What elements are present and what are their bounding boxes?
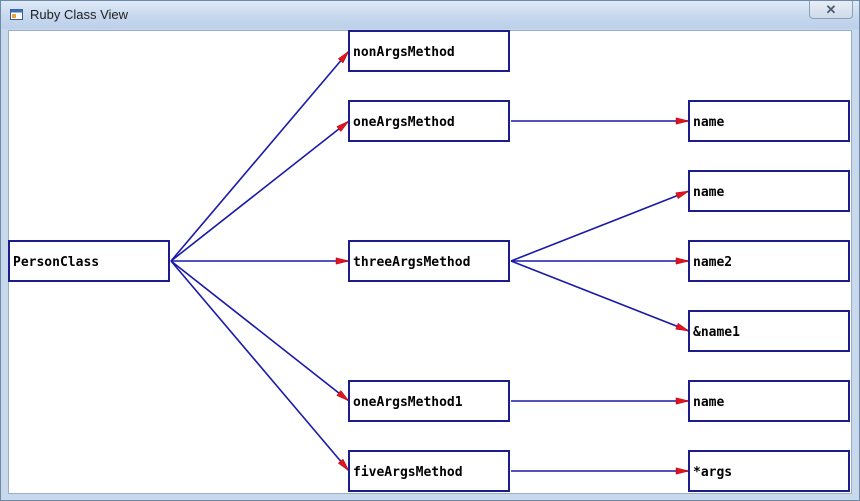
param-node-2-1-label: name2 (693, 255, 732, 270)
root-class-node-label: PersonClass (13, 255, 99, 270)
param-node-2-2-box (688, 310, 850, 352)
method-node-4[interactable]: fiveArgsMethod (348, 450, 510, 492)
root-class-node-box (8, 240, 170, 282)
edge-root-method-2 (171, 257, 350, 265)
edge-method-4-param-0-arrowhead (675, 467, 690, 475)
param-node-2-2[interactable]: &name1 (688, 310, 850, 352)
method-node-0-box (348, 30, 510, 72)
param-node-2-0[interactable]: name (688, 170, 850, 212)
method-node-1[interactable]: oneArgsMethod (348, 100, 510, 142)
edge-method-2-param-0-arrowhead (675, 190, 690, 200)
window-icon (10, 9, 23, 20)
method-node-0-label: nonArgsMethod (353, 45, 455, 60)
edge-root-method-0-arrowhead (337, 50, 350, 64)
method-node-1-label: oneArgsMethod (353, 115, 455, 130)
param-node-4-0[interactable]: *args (688, 450, 850, 492)
param-node-2-2-label: &name1 (693, 325, 740, 340)
edge-method-2-param-2-arrowhead (675, 322, 690, 332)
edge-method-2-param-1 (511, 257, 690, 265)
method-node-2-label: threeArgsMethod (353, 255, 470, 270)
edge-method-4-param-0 (511, 467, 690, 475)
param-node-1-0-box (688, 100, 850, 142)
edge-method-2-param-0 (510, 190, 690, 262)
method-node-3-label: oneArgsMethod1 (353, 395, 463, 410)
method-node-4-label: fiveArgsMethod (353, 465, 463, 480)
param-node-2-0-box (688, 170, 850, 212)
method-node-0[interactable]: nonArgsMethod (348, 30, 510, 72)
edge-root-method-1-arrowhead (336, 120, 350, 133)
edge-root-method-3-line (170, 260, 350, 402)
edge-root-method-4 (170, 260, 350, 472)
param-node-2-0-label: name (693, 185, 724, 200)
diagram-nodes: PersonClass nonArgsMethod oneArgsMethod nam… (8, 30, 850, 492)
param-node-3-0[interactable]: name (688, 380, 850, 422)
param-node-3-0-box (688, 380, 850, 422)
edge-method-1-param-0-arrowhead (675, 117, 690, 125)
edge-root-method-4-arrowhead (337, 458, 350, 472)
edge-root-method-4-line (170, 260, 350, 472)
edge-method-2-param-1-arrowhead (675, 257, 690, 265)
param-node-3-0-label: name (693, 395, 724, 410)
param-node-4-0-label: *args (693, 465, 732, 480)
method-node-1-box (348, 100, 510, 142)
method-node-3[interactable]: oneArgsMethod1 (348, 380, 510, 422)
edge-method-2-param-0-line (510, 190, 690, 262)
edge-root-method-3 (170, 260, 350, 402)
edge-method-2-param-2 (510, 260, 690, 332)
edge-root-method-0 (170, 50, 350, 262)
edge-method-3-param-0-arrowhead (675, 397, 690, 405)
param-node-2-1[interactable]: name2 (688, 240, 850, 282)
method-node-3-box (348, 380, 510, 422)
edge-root-method-2-arrowhead (335, 257, 350, 265)
diagram-edges (170, 50, 690, 475)
root-class-node[interactable]: PersonClass (8, 240, 170, 282)
param-node-1-0[interactable]: name (688, 100, 850, 142)
param-node-2-1-box (688, 240, 850, 282)
method-node-2[interactable]: threeArgsMethod (348, 240, 510, 282)
edge-method-1-param-0 (511, 117, 690, 125)
edge-root-method-0-line (170, 50, 350, 262)
edge-root-method-1 (170, 120, 350, 262)
edge-root-method-1-line (170, 120, 350, 262)
close-icon: ✕ (825, 1, 837, 17)
param-node-4-0-box (688, 450, 850, 492)
method-node-2-box (348, 240, 510, 282)
edge-root-method-3-arrowhead (336, 389, 350, 402)
title-bar[interactable]: Ruby Class View ✕ (1, 1, 859, 29)
method-node-4-box (348, 450, 510, 492)
window-title: Ruby Class View (30, 7, 129, 22)
edge-method-2-param-2-line (510, 260, 690, 332)
edge-method-3-param-0 (511, 397, 690, 405)
close-button[interactable]: ✕ (809, 1, 853, 19)
param-node-1-0-label: name (693, 115, 724, 130)
